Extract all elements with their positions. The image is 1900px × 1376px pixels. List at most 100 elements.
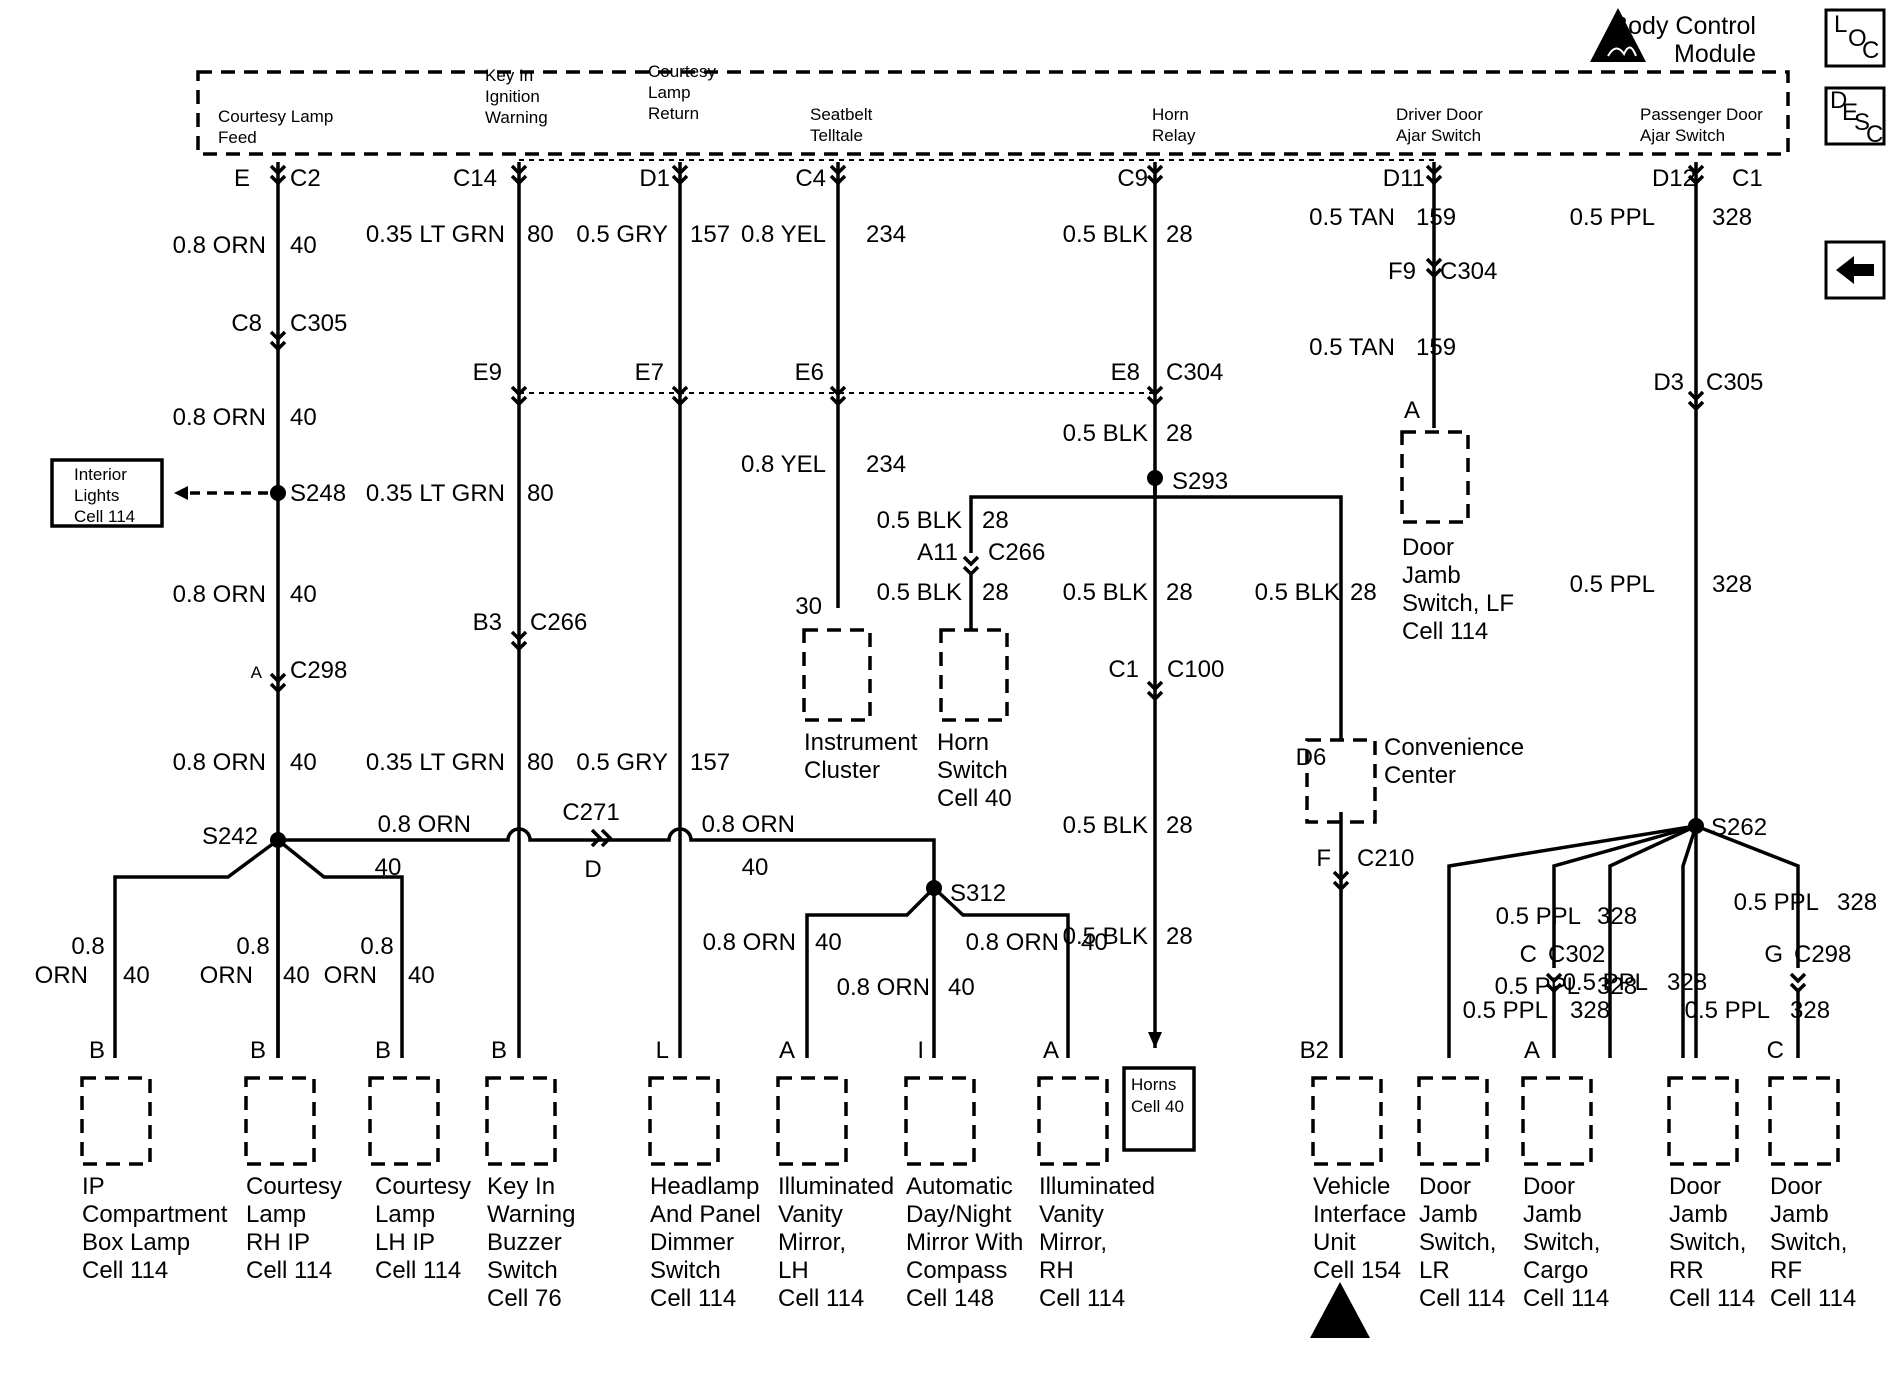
wire-label: C266 (988, 539, 1045, 566)
wire-label: 0.8 ORN (703, 929, 796, 956)
component-outline (1667, 1076, 1739, 1166)
component-name: Cell 76 (487, 1285, 562, 1312)
wire-label: C210 (1357, 845, 1414, 872)
wire-label: C4 (795, 165, 826, 192)
connector-chevron-14 (269, 164, 287, 186)
wire-label: 0.35 LT GRN (366, 749, 505, 776)
wire-label: 0.5 BLK (1063, 221, 1148, 248)
wire-label: 28 (1166, 812, 1193, 839)
component-name: Door (1402, 534, 1454, 561)
wire-label: A (1404, 397, 1420, 424)
wire-label: D11 (1383, 165, 1425, 192)
splices (270, 470, 1704, 896)
wire-label: 328 (1570, 997, 1610, 1024)
module-pin-name: Return (648, 104, 699, 123)
connector-chevron-21 (590, 828, 613, 848)
wire-label: ORN (35, 962, 88, 989)
wire-label: 28 (1166, 579, 1193, 606)
wire-label: 328 (1790, 997, 1830, 1024)
wire-label: E7 (635, 359, 664, 386)
wire-11 (805, 886, 936, 1058)
connector-chevron-11 (1545, 972, 1563, 994)
wire-label: 80 (527, 480, 554, 507)
wire-label: 0.35 LT GRN (366, 221, 505, 248)
desc-letter: C (1866, 121, 1883, 148)
back-button[interactable] (1824, 240, 1886, 300)
component-outline (1400, 430, 1470, 524)
module-pin-name: Key In (485, 66, 533, 85)
component-name: Switch (487, 1257, 558, 1284)
component-name: Switch (937, 757, 1008, 784)
component-name: Center (1384, 762, 1456, 789)
wire-label: 328 (1597, 973, 1637, 1000)
wire-label: F (1316, 845, 1331, 872)
connector-chevron-9 (1687, 390, 1705, 412)
component-name: Compass (906, 1257, 1007, 1284)
wire-label: 157 (690, 221, 730, 248)
wire-label: 0.8 ORN (378, 811, 471, 838)
component-name: Jamb (1770, 1201, 1829, 1228)
wire-label: A (251, 663, 263, 682)
module-pin-name: Relay (1152, 126, 1196, 145)
loc-button[interactable]: LOC (1824, 8, 1886, 68)
wire-label: 28 (1166, 923, 1193, 950)
connector-chevron-19 (1425, 164, 1443, 186)
wire-label: C (1767, 1037, 1784, 1064)
wire-label: E9 (473, 359, 502, 386)
wire-label: 0.5 TAN (1309, 334, 1395, 361)
wire-label: C298 (1794, 941, 1851, 968)
component-outline (648, 1076, 720, 1166)
component-name: Cell 114 (1669, 1285, 1755, 1312)
wire-label: G (1764, 941, 1783, 968)
component-name: Box Lamp (82, 1229, 190, 1256)
wire-label: A (779, 1037, 795, 1064)
component-name: Door (1669, 1173, 1721, 1200)
wire-label: 0.5 BLK (1063, 923, 1148, 950)
component-name: Lamp (246, 1201, 306, 1228)
wire-label: 40 (815, 929, 842, 956)
wire-8 (113, 838, 280, 1058)
splice-dot (926, 880, 942, 896)
component-name: Door (1770, 1173, 1822, 1200)
component-name: Mirror With (906, 1229, 1023, 1256)
component-name: Lamp (375, 1201, 435, 1228)
wire-label: 0.5 TAN (1309, 204, 1395, 231)
wire-label: 157 (690, 749, 730, 776)
wire-label: 0.8 ORN (837, 974, 930, 1001)
component-name: Jamb (1669, 1201, 1728, 1228)
wire-label: 0.5 BLK (877, 507, 962, 534)
component-name: RR (1669, 1257, 1704, 1284)
wire-label: S248 (290, 480, 346, 507)
wire-label: C1 (1732, 165, 1763, 192)
component-name: Jamb (1419, 1201, 1478, 1228)
loc-letter: L (1834, 11, 1847, 38)
component-name: Day/Night (906, 1201, 1012, 1228)
component-outline (904, 1076, 976, 1166)
component-name: Switch (650, 1257, 721, 1284)
component-name: LH IP (375, 1229, 435, 1256)
module-pin-name: Seatbelt (810, 105, 873, 124)
connector-chevron-13 (1332, 870, 1350, 892)
wire-label: 159 (1416, 334, 1456, 361)
component-name: Convenience (1384, 734, 1524, 761)
component-name: Cargo (1523, 1257, 1588, 1284)
wire-label: C305 (290, 310, 347, 337)
wire-label: C9 (1117, 165, 1148, 192)
wire-label: 234 (866, 451, 906, 478)
loc-button-frame[interactable] (1824, 8, 1886, 68)
interior-lights-label: Cell 114 (74, 507, 135, 526)
component-name: Buzzer (487, 1229, 562, 1256)
wire-label: 40 (290, 749, 317, 776)
wire-label: 40 (290, 404, 317, 431)
wire-label: 28 (1166, 420, 1193, 447)
wire-label: 0.5 BLK (877, 579, 962, 606)
wire-label: 40 (742, 854, 769, 881)
desc-button-frame[interactable] (1824, 86, 1886, 146)
component-name: Dimmer (650, 1229, 734, 1256)
wire-19 (1608, 824, 1697, 1058)
component-name: Jamb (1523, 1201, 1582, 1228)
wire-label: B (375, 1037, 391, 1064)
wire-label: 0.5 PPL (1734, 889, 1819, 916)
connector-chevron-10 (962, 555, 980, 577)
